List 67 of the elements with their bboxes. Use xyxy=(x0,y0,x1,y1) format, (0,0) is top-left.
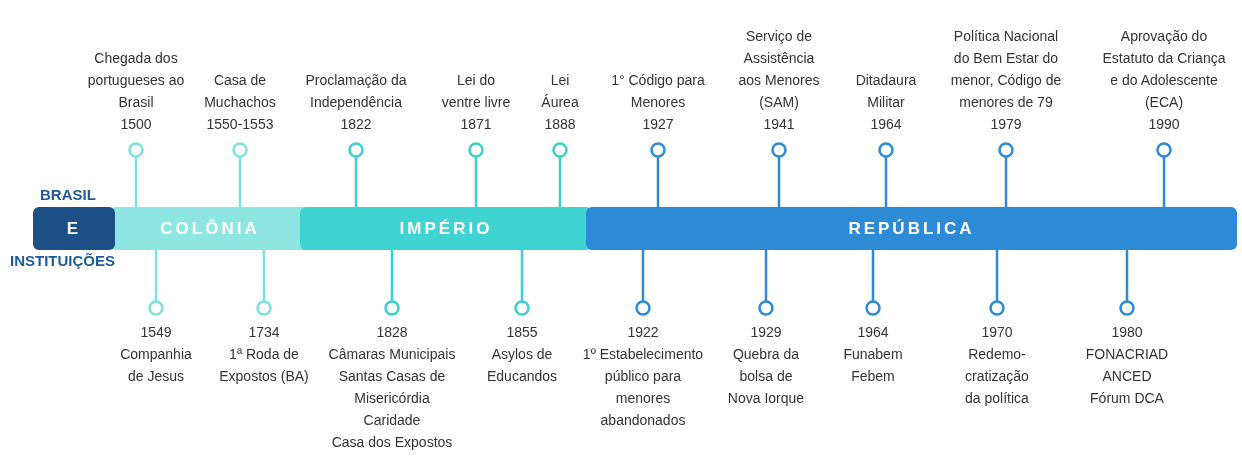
title-box: E xyxy=(33,207,115,250)
year-label: 1871 xyxy=(459,115,493,134)
year-label: 1828 xyxy=(375,323,409,342)
timeline-pin xyxy=(148,250,164,316)
event-text: Santas Casas de Misericórdia xyxy=(337,367,447,408)
event-text: 1° Código para Menores xyxy=(610,71,706,112)
event-text: Asylos de Educandos xyxy=(485,345,559,386)
year-label: 1922 xyxy=(626,323,660,342)
timeline-pin xyxy=(1119,250,1135,316)
timeline-pin xyxy=(998,142,1014,207)
year-label: 1964 xyxy=(856,323,890,342)
year-label: 1855 xyxy=(505,323,539,342)
event-text: Ditadaura Militar xyxy=(854,71,918,112)
timeline-pin xyxy=(878,142,894,207)
event-text: Chegada dos portugueses ao Brasil xyxy=(86,49,186,112)
event-text: Funabem xyxy=(842,345,904,364)
timeline-pin xyxy=(1156,142,1172,207)
year-label: 1500 xyxy=(119,115,153,134)
event-text: Proclamação da Independência xyxy=(304,71,408,112)
timeline-pin xyxy=(865,250,881,316)
year-label: 1929 xyxy=(749,323,783,342)
event-text: ANCED xyxy=(1101,367,1153,386)
event-text: Caridade xyxy=(362,411,422,430)
timeline-pin xyxy=(514,250,530,316)
event-text: 1ª Roda de Expostos (BA) xyxy=(218,345,310,386)
year-label: 1964 xyxy=(869,115,903,134)
event-text: Febem xyxy=(850,367,896,386)
timeline-pin xyxy=(650,142,666,207)
timeline-pin xyxy=(348,142,364,207)
event-text: Casa de Muchachos xyxy=(203,71,277,112)
event-text: Aprovação do Estatuto da Criança e do Adolescente (ECA) xyxy=(1101,27,1227,112)
event-text: FONACRIAD xyxy=(1084,345,1170,364)
event-text: Lei Áurea xyxy=(540,71,580,112)
year-label: 1970 xyxy=(980,323,1014,342)
timeline-pin xyxy=(468,142,484,207)
year-label: 1822 xyxy=(339,115,373,134)
event-text: Serviço de Assistência aos Menores (SAM) xyxy=(737,27,821,112)
year-label: 1550-1553 xyxy=(205,115,275,134)
event-text: Câmaras Municipais xyxy=(327,345,457,364)
event-text: Fórum DCA xyxy=(1089,389,1165,408)
event-text: Redemo- cratização da política xyxy=(964,345,1030,408)
timeline-pin xyxy=(989,250,1005,316)
event-text: Lei do ventre livre xyxy=(440,71,512,112)
event-text: Casa dos Expostos xyxy=(330,433,454,452)
year-label: 1980 xyxy=(1110,323,1144,342)
year-label: 1734 xyxy=(247,323,281,342)
timeline-pin xyxy=(758,250,774,316)
year-label: 1990 xyxy=(1147,115,1181,134)
event-text: 1º Estabelecimento público para menores abandonados xyxy=(582,345,704,430)
year-label: 1941 xyxy=(762,115,796,134)
year-label: 1549 xyxy=(139,323,173,342)
event-text: Política Nacional do Bem Estar do menor, Código de menores de 79 xyxy=(949,27,1063,112)
timeline-pin xyxy=(552,142,568,207)
heading-label: INSTITUIÇÕES xyxy=(10,252,115,269)
heading-label: BRASIL xyxy=(40,186,96,203)
timeline-pin xyxy=(635,250,651,316)
year-label: 1888 xyxy=(543,115,577,134)
timeline-pin xyxy=(128,142,144,207)
event-text: Companhia de Jesus xyxy=(119,345,193,386)
timeline-pin xyxy=(384,250,400,316)
era-band: REPÚBLICA xyxy=(586,207,1237,250)
year-label: 1979 xyxy=(989,115,1023,134)
timeline-pin xyxy=(771,142,787,207)
year-label: 1927 xyxy=(641,115,675,134)
timeline-pin xyxy=(256,250,272,316)
timeline-pin xyxy=(232,142,248,207)
event-text: Quebra da bolsa de Nova Iorque xyxy=(726,345,806,408)
